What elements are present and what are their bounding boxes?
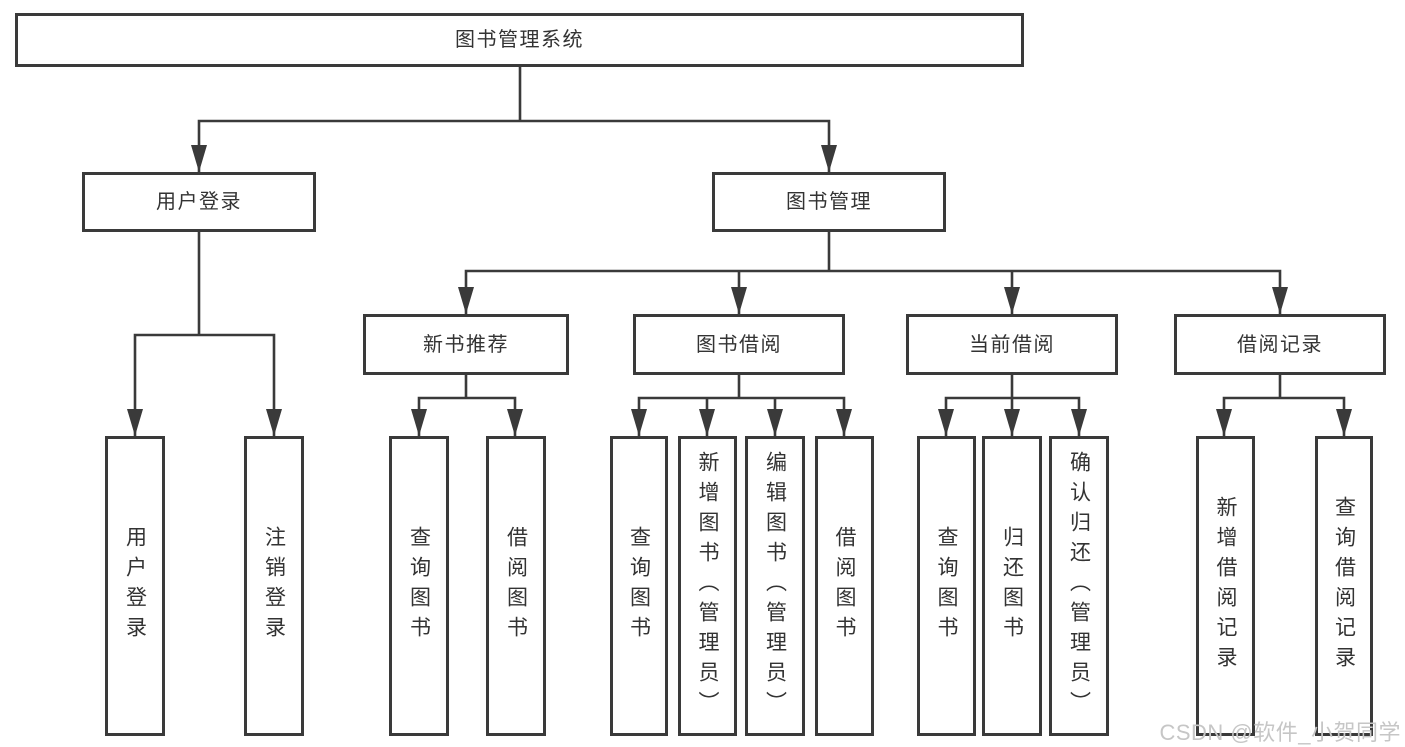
leaf-logout: 注销登录 (244, 436, 304, 736)
node-user-login: 用户登录 (82, 172, 316, 232)
node-user-login-label: 用户登录 (156, 191, 242, 213)
leaf-add-books-admin-label: 新增图书（管理员） (696, 451, 719, 721)
connector-book-borrowing-children (637, 375, 846, 436)
arrowhead-icon (938, 409, 954, 436)
node-new-book-recommend-label: 新书推荐 (423, 333, 509, 356)
node-book-management: 图书管理 (712, 172, 946, 232)
node-book-borrowing-label: 图书借阅 (696, 333, 782, 356)
node-root: 图书管理系统 (15, 13, 1024, 67)
node-new-book-recommend: 新书推荐 (363, 314, 569, 375)
leaf-add-borrow-record-label: 新增借阅记录 (1214, 496, 1237, 676)
leaf-return-books: 归还图书 (982, 436, 1042, 736)
leaf-add-borrow-record: 新增借阅记录 (1196, 436, 1255, 736)
connector-user-login-children (133, 232, 276, 436)
leaf-user-login-label: 用户登录 (123, 526, 147, 646)
leaf-confirm-return-admin: 确认归还（管理员） (1049, 436, 1109, 736)
arrowhead-icon (1272, 287, 1288, 314)
leaf-borrow-books-recommend: 借阅图书 (486, 436, 546, 736)
arrowhead-icon (731, 287, 747, 314)
arrowhead-icon (1216, 409, 1232, 436)
arrowhead-icon (507, 409, 523, 436)
node-borrowing-records-label: 借阅记录 (1237, 333, 1323, 356)
connector-root-to-level2 (197, 67, 831, 172)
leaf-add-books-admin: 新增图书（管理员） (678, 436, 737, 736)
leaf-edit-books-admin: 编辑图书（管理员） (745, 436, 805, 736)
leaf-logout-label: 注销登录 (262, 526, 286, 646)
leaf-query-books-borrowing: 查询图书 (610, 436, 668, 736)
node-current-borrowing-label: 当前借阅 (969, 333, 1055, 356)
arrowhead-icon (458, 287, 474, 314)
arrowhead-icon (631, 409, 647, 436)
arrowhead-icon (191, 145, 207, 172)
node-root-label: 图书管理系统 (455, 29, 584, 51)
leaf-borrow-books: 借阅图书 (815, 436, 874, 736)
leaf-query-books-recommend-label: 查询图书 (407, 526, 431, 646)
node-book-management-label: 图书管理 (786, 191, 872, 213)
node-current-borrowing: 当前借阅 (906, 314, 1118, 375)
leaf-query-borrow-record: 查询借阅记录 (1315, 436, 1373, 736)
leaf-query-books-current-label: 查询图书 (935, 526, 958, 646)
node-book-borrowing: 图书借阅 (633, 314, 845, 375)
arrowhead-icon (266, 409, 282, 436)
connector-current-borrowing-children (944, 375, 1081, 436)
arrowhead-icon (127, 409, 143, 436)
leaf-query-books-recommend: 查询图书 (389, 436, 449, 736)
leaf-return-books-label: 归还图书 (1000, 526, 1024, 646)
node-borrowing-records: 借阅记录 (1174, 314, 1386, 375)
arrowhead-icon (821, 145, 837, 172)
connector-new-book-children (417, 375, 517, 436)
connector-borrowing-records-children (1222, 375, 1346, 436)
leaf-query-books-current: 查询图书 (917, 436, 976, 736)
arrowhead-icon (1004, 287, 1020, 314)
leaf-edit-books-admin-label: 编辑图书（管理员） (763, 451, 787, 721)
arrowhead-icon (1071, 409, 1087, 436)
csdn-watermark: CSDN @软件_小贺同学 (1159, 720, 1401, 745)
arrowhead-icon (836, 409, 852, 436)
connector-book-management-children (464, 232, 1282, 314)
arrowhead-icon (1336, 409, 1352, 436)
leaf-borrow-books-recommend-label: 借阅图书 (504, 526, 528, 646)
leaf-query-borrow-record-label: 查询借阅记录 (1332, 496, 1356, 676)
leaf-confirm-return-admin-label: 确认归还（管理员） (1067, 451, 1091, 721)
arrowhead-icon (411, 409, 427, 436)
leaf-borrow-books-label: 借阅图书 (833, 526, 856, 646)
arrowhead-icon (767, 409, 783, 436)
arrowhead-icon (699, 409, 715, 436)
leaf-query-books-borrowing-label: 查询图书 (627, 526, 651, 646)
arrowhead-icon (1004, 409, 1020, 436)
leaf-user-login: 用户登录 (105, 436, 165, 736)
